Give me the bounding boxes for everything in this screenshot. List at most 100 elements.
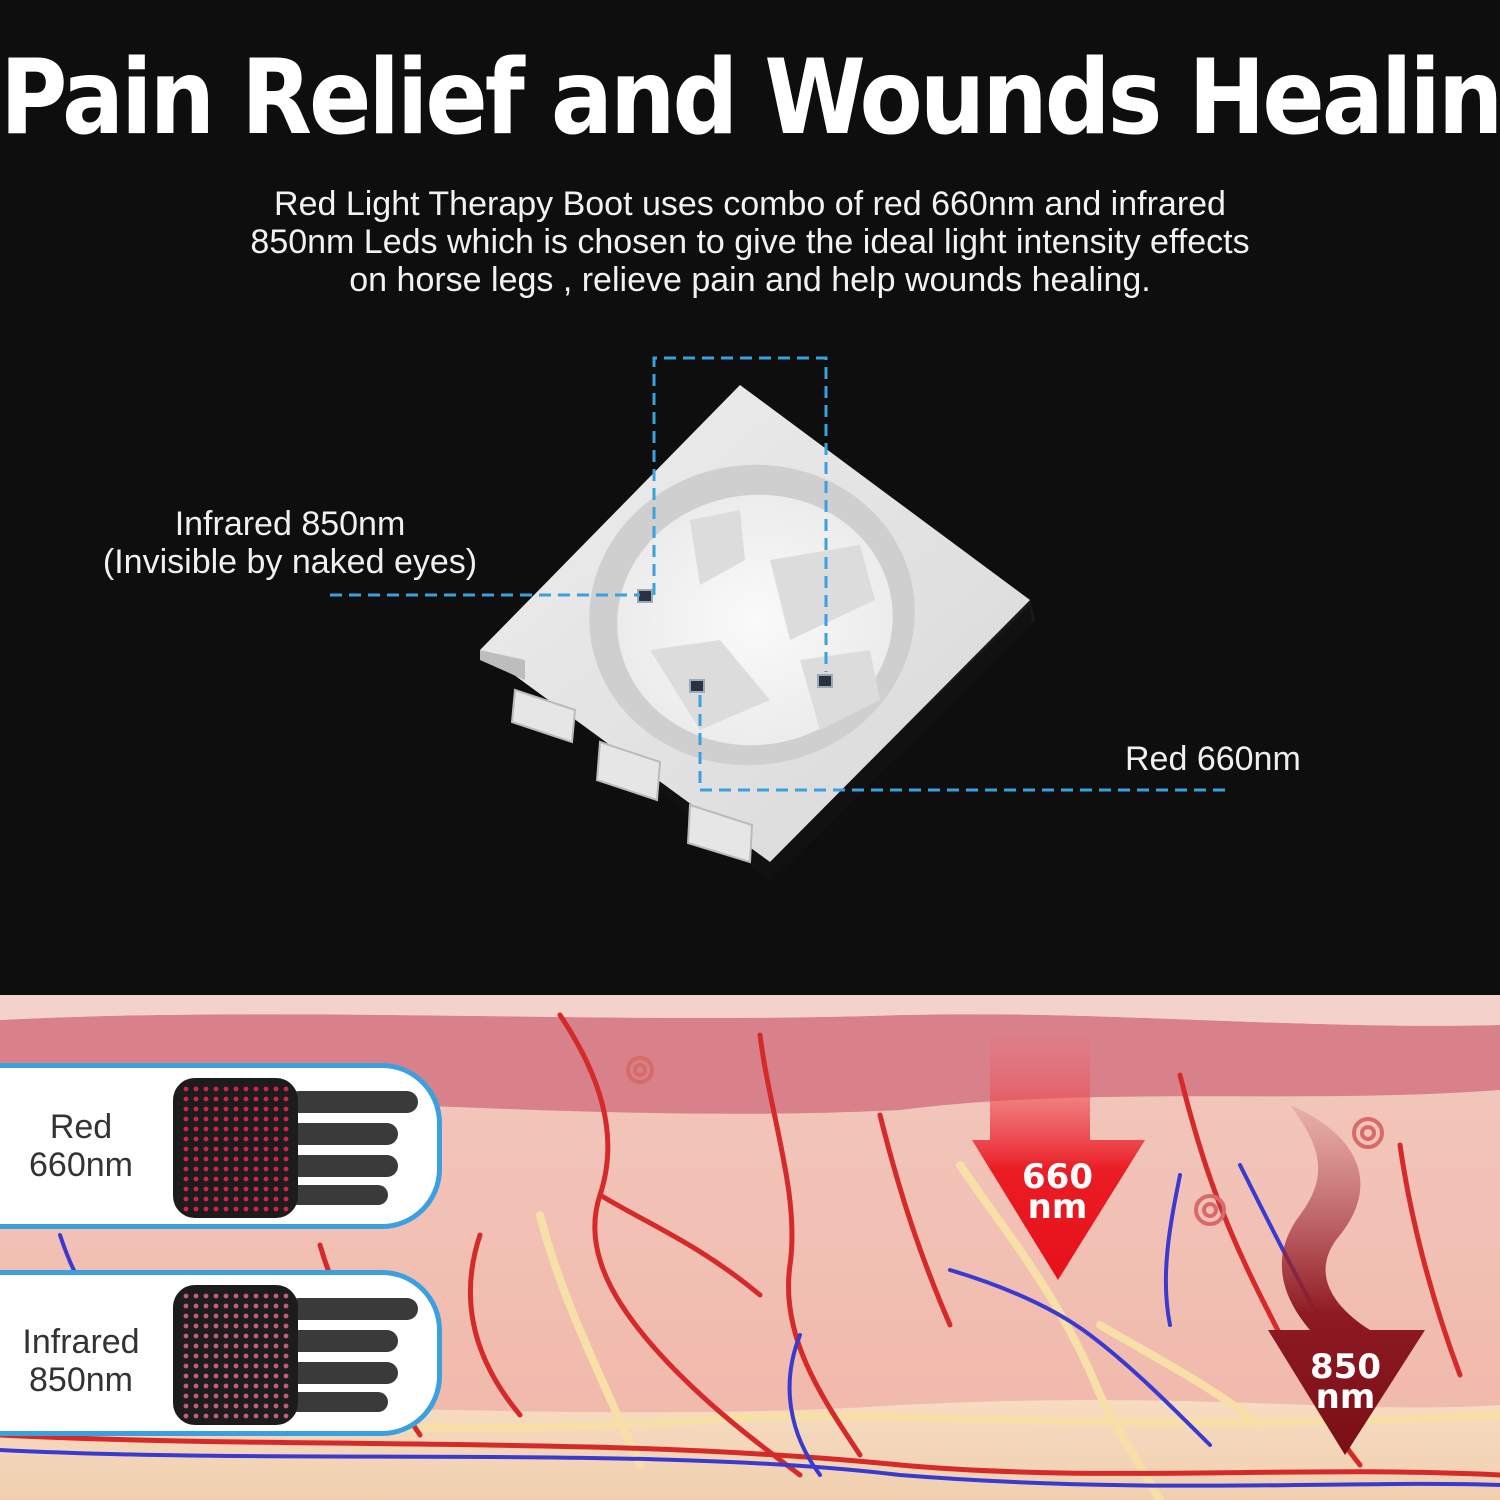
led-dot xyxy=(193,1413,199,1419)
red-die-2 xyxy=(817,674,833,688)
infrared-panel-line-1: Infrared xyxy=(22,1323,140,1361)
led-dot xyxy=(253,1106,259,1112)
led-dot xyxy=(273,1333,279,1339)
led-dot xyxy=(223,1176,229,1182)
led-dot xyxy=(273,1313,279,1319)
led-dot xyxy=(183,1126,189,1132)
led-dot xyxy=(233,1096,239,1102)
led-dot xyxy=(213,1186,219,1192)
led-dot xyxy=(263,1136,269,1142)
led-dot xyxy=(243,1303,249,1309)
infrared-panel-label: Infrared 850nm xyxy=(6,1323,156,1399)
led-dot xyxy=(243,1373,249,1379)
led-dot xyxy=(213,1146,219,1152)
led-dot xyxy=(243,1156,249,1162)
led-dot xyxy=(223,1136,229,1142)
led-dot xyxy=(243,1333,249,1339)
led-dot xyxy=(283,1293,289,1299)
led-dot xyxy=(283,1343,289,1349)
infrared-panel-line-2: 850nm xyxy=(29,1361,133,1399)
led-dot xyxy=(223,1413,229,1419)
led-dot xyxy=(273,1403,279,1409)
led-dot xyxy=(203,1363,209,1369)
led-dot xyxy=(263,1343,269,1349)
led-dot xyxy=(243,1343,249,1349)
wrap-strap-3 xyxy=(288,1155,398,1177)
led-dot xyxy=(253,1293,259,1299)
led-dot xyxy=(223,1126,229,1132)
led-dot xyxy=(183,1116,189,1122)
led-dot xyxy=(273,1303,279,1309)
led-dot xyxy=(183,1323,189,1329)
led-dot xyxy=(263,1353,269,1359)
led-dot xyxy=(253,1176,259,1182)
led-dot xyxy=(273,1086,279,1092)
led-dot xyxy=(183,1313,189,1319)
red-panel-line-2: 660nm xyxy=(29,1146,133,1184)
description-line-1: Red Light Therapy Boot uses combo of red… xyxy=(274,185,1226,223)
led-dot xyxy=(203,1196,209,1202)
led-dot xyxy=(213,1126,219,1132)
led-dot xyxy=(263,1323,269,1329)
led-dot xyxy=(233,1313,239,1319)
led-dot xyxy=(233,1106,239,1112)
red-arrow-label: 660 nm xyxy=(1010,1160,1105,1227)
led-dot xyxy=(263,1166,269,1172)
led-dot xyxy=(243,1176,249,1182)
infrared-die xyxy=(637,589,653,603)
led-dot xyxy=(283,1146,289,1152)
led-dot xyxy=(223,1293,229,1299)
led-dot xyxy=(223,1116,229,1122)
led-dot xyxy=(273,1106,279,1112)
led-dot xyxy=(203,1393,209,1399)
led-dot xyxy=(273,1186,279,1192)
led-dot xyxy=(223,1196,229,1202)
led-dot xyxy=(233,1333,239,1339)
led-dot xyxy=(183,1156,189,1162)
led-dot xyxy=(223,1303,229,1309)
led-dot xyxy=(253,1096,259,1102)
led-dot xyxy=(273,1116,279,1122)
led-dot xyxy=(223,1383,229,1389)
led-dot xyxy=(263,1196,269,1202)
led-dot xyxy=(253,1373,259,1379)
infrared-callout-label: Infrared 850nm (Invisible by naked eyes) xyxy=(80,505,500,581)
led-dot xyxy=(263,1106,269,1112)
red-arrow-unit: nm xyxy=(1027,1187,1088,1227)
led-dot xyxy=(223,1353,229,1359)
led-dot xyxy=(203,1156,209,1162)
led-dot xyxy=(253,1116,259,1122)
led-dot xyxy=(273,1343,279,1349)
led-dot xyxy=(223,1106,229,1112)
led-dot xyxy=(183,1086,189,1092)
led-dot xyxy=(273,1196,279,1202)
led-dot xyxy=(273,1176,279,1182)
infrared-label-line-2: (Invisible by naked eyes) xyxy=(102,543,478,581)
led-dot xyxy=(223,1186,229,1192)
led-dot xyxy=(233,1373,239,1379)
led-dot xyxy=(253,1126,259,1132)
led-dot xyxy=(233,1363,239,1369)
led-dot xyxy=(283,1373,289,1379)
wrap-strap-4 xyxy=(288,1185,388,1205)
led-dot xyxy=(233,1196,239,1202)
description: Red Light Therapy Boot uses combo of red… xyxy=(160,185,1340,299)
led-dot xyxy=(233,1146,239,1152)
led-dot xyxy=(253,1353,259,1359)
led-dot xyxy=(223,1206,229,1212)
led-dot xyxy=(253,1313,259,1319)
led-dot xyxy=(203,1413,209,1419)
led-dot xyxy=(203,1086,209,1092)
led-dot xyxy=(273,1146,279,1152)
led-dot xyxy=(223,1323,229,1329)
led-dot xyxy=(283,1176,289,1182)
led-dot xyxy=(253,1156,259,1162)
led-dot-grid xyxy=(183,1086,289,1212)
red-660nm-arrow xyxy=(972,1035,1145,1280)
led-dot xyxy=(183,1393,189,1399)
led-dot xyxy=(263,1186,269,1192)
led-dot xyxy=(243,1166,249,1172)
led-dot xyxy=(263,1146,269,1152)
led-dot xyxy=(283,1096,289,1102)
description-line-2: 850nm Leds which is chosen to give the i… xyxy=(250,223,1250,261)
